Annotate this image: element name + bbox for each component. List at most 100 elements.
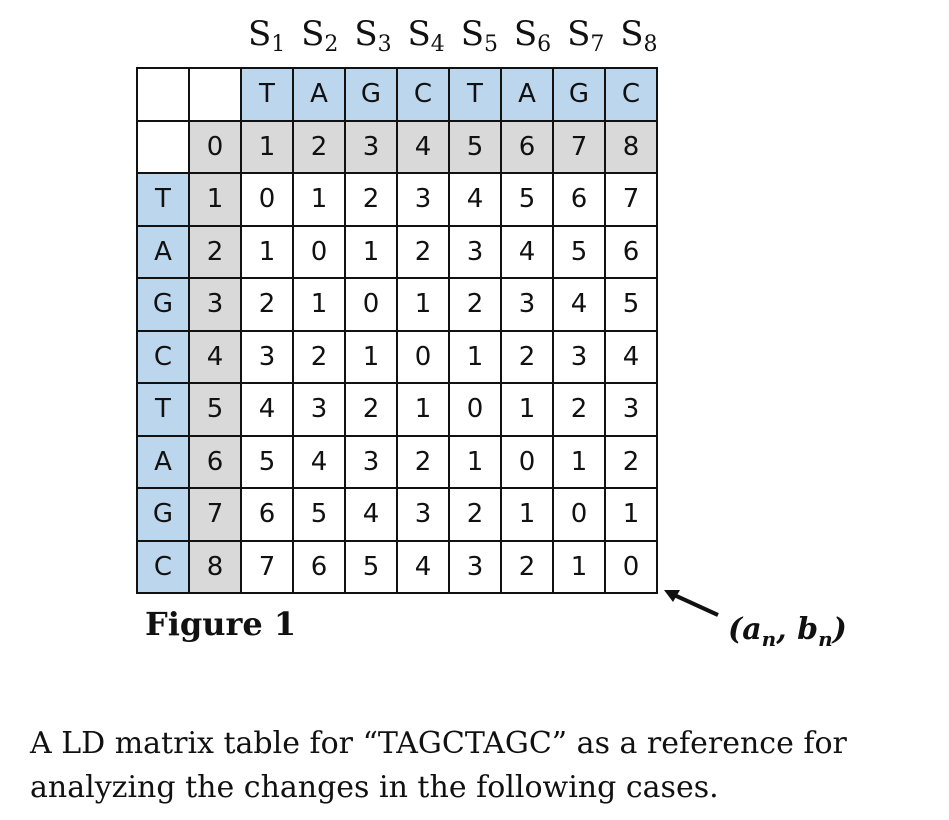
- distance-cell: 1: [292, 172, 346, 227]
- distance-cell: 4: [292, 434, 346, 489]
- col-letter-cell: A: [500, 67, 554, 122]
- distance-cell: 0: [500, 434, 554, 489]
- distance-cell: 4: [552, 277, 606, 332]
- s-label: S4: [407, 14, 445, 57]
- row-letter-cell: A: [136, 434, 190, 489]
- caption: A LD matrix table for “TAGCTAGC” as a re…: [30, 726, 847, 805]
- distance-cell: 1: [344, 329, 398, 384]
- distance-cell: 4: [500, 224, 554, 279]
- distance-cell: 4: [604, 329, 658, 384]
- distance-cell: 3: [396, 172, 450, 227]
- distance-cell: 1: [552, 434, 606, 489]
- s-label: S7: [567, 14, 605, 57]
- distance-cell: 2: [344, 382, 398, 437]
- row-index-cell: 6: [188, 434, 242, 489]
- row-index-cell: 7: [188, 487, 242, 542]
- distance-cell: 5: [344, 539, 398, 594]
- s-label: S3: [354, 14, 392, 57]
- distance-cell: 3: [604, 382, 658, 437]
- s-label: S5: [460, 14, 498, 57]
- distance-cell: 3: [552, 329, 606, 384]
- figure-label: Figure 1: [145, 605, 297, 643]
- distance-cell: 0: [396, 329, 450, 384]
- distance-cell: 3: [292, 382, 346, 437]
- col-index-cell: 2: [292, 119, 346, 174]
- distance-cell: 0: [448, 382, 502, 437]
- distance-cell: 6: [552, 172, 606, 227]
- distance-cell: 4: [240, 382, 294, 437]
- col-letter-cell: C: [396, 67, 450, 122]
- distance-cell: 0: [552, 487, 606, 542]
- distance-cell: 6: [604, 224, 658, 279]
- distance-cell: 5: [240, 434, 294, 489]
- col-letter-cell: T: [240, 67, 294, 122]
- row-letter-cell: A: [136, 224, 190, 279]
- distance-cell: 0: [240, 172, 294, 227]
- col-index-cell: 6: [500, 119, 554, 174]
- col-letter-cell: A: [292, 67, 346, 122]
- col-index-cell: 4: [396, 119, 450, 174]
- distance-cell: 2: [448, 277, 502, 332]
- row-letter-cell: C: [136, 329, 190, 384]
- distance-cell: 1: [344, 224, 398, 279]
- distance-cell: 1: [396, 382, 450, 437]
- distance-cell: 5: [500, 172, 554, 227]
- col-letter-cell: C: [604, 67, 658, 122]
- s-label: S8: [620, 14, 658, 57]
- distance-cell: 5: [292, 487, 346, 542]
- distance-cell: 1: [500, 487, 554, 542]
- s-label: S2: [301, 14, 339, 57]
- distance-cell: 1: [240, 224, 294, 279]
- col-letter-cell: T: [448, 67, 502, 122]
- col-letter-row: T A G C T A G C: [136, 67, 658, 122]
- distance-cell: 0: [604, 539, 658, 594]
- distance-cell: 3: [448, 224, 502, 279]
- arrow-icon: [664, 590, 719, 617]
- distance-cell: 3: [240, 329, 294, 384]
- distance-cell: 2: [240, 277, 294, 332]
- distance-cell: 1: [604, 487, 658, 542]
- distance-cell: 4: [344, 487, 398, 542]
- distance-cell: 1: [500, 382, 554, 437]
- distance-cell: 2: [500, 539, 554, 594]
- distance-cell: 6: [292, 539, 346, 594]
- col-index-cell: 0: [188, 119, 242, 174]
- row-letter-cell: C: [136, 539, 190, 594]
- distance-cell: 4: [396, 539, 450, 594]
- row-letter-cell: G: [136, 487, 190, 542]
- distance-cell: 0: [344, 277, 398, 332]
- distance-cell: 3: [500, 277, 554, 332]
- col-letter-cell: G: [344, 67, 398, 122]
- distance-cell: 3: [344, 434, 398, 489]
- empty-cell: [136, 119, 190, 174]
- row-index-cell: 4: [188, 329, 242, 384]
- distance-cell: 2: [552, 382, 606, 437]
- row-index-cell: 2: [188, 224, 242, 279]
- distance-cell: 2: [500, 329, 554, 384]
- distance-cell: 1: [448, 329, 502, 384]
- empty-cell: [136, 67, 190, 122]
- col-index-cell: 7: [552, 119, 606, 174]
- distance-cell: 7: [604, 172, 658, 227]
- s-label: S1: [247, 14, 286, 57]
- distance-cell: 2: [396, 434, 450, 489]
- s-label: S6: [513, 14, 552, 57]
- distance-cell: 4: [448, 172, 502, 227]
- empty-cell: [188, 67, 242, 122]
- distance-cell: 2: [604, 434, 658, 489]
- distance-cell: 1: [448, 434, 502, 489]
- distance-cell: 6: [240, 487, 294, 542]
- distance-cell: 1: [396, 277, 450, 332]
- col-index-row: 0 1 2 3 4 5 6 7 8: [136, 119, 658, 174]
- distance-cell: 5: [604, 277, 658, 332]
- col-index-cell: 5: [448, 119, 502, 174]
